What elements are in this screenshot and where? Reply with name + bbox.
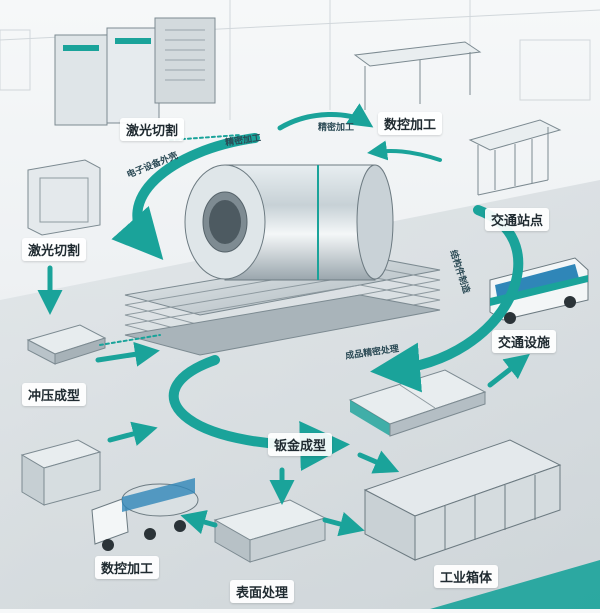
flow-arrows: [37, 103, 530, 537]
tanker-truck-illustration: [91, 478, 199, 551]
cnc-gantry-illustration: [353, 41, 482, 110]
label-surface-treatment: 表面处理: [230, 580, 295, 603]
arrow-text-precision-right: 精密加工: [318, 123, 355, 133]
label-sheet-metal: 钣金成型: [268, 433, 333, 456]
industrial-cabinet-illustration: [363, 439, 562, 561]
label-transport-facility: 交通设施: [492, 330, 557, 353]
electrical-box-illustration: [20, 439, 102, 506]
label-cnc-machining-bottom: 数控加工: [95, 556, 160, 579]
stamped-tray-illustration: [26, 324, 107, 365]
enclosure-cabinet-illustration: [27, 159, 101, 236]
label-stamping: 冲压成型: [22, 383, 87, 406]
steel-coil: [184, 164, 394, 281]
label-laser-cutting-left: 激光切割: [22, 238, 87, 261]
label-laser-cutting-top: 激光切割: [120, 118, 185, 141]
label-cnc-machining-top: 数控加工: [378, 112, 443, 135]
label-industrial-enclosure: 工业箱体: [434, 565, 499, 588]
label-transport-station: 交通站点: [485, 208, 550, 231]
server-cabinet-illustration: [54, 17, 216, 126]
teal-floor-stripe: [430, 560, 600, 609]
station-shelter-illustration: [468, 119, 562, 196]
surface-box-illustration: [213, 499, 327, 563]
